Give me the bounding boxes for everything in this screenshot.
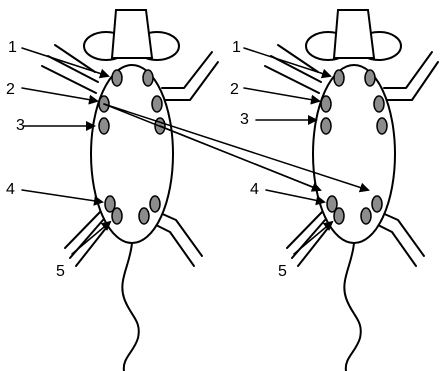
left-animal-hindlegs-left <box>65 212 106 266</box>
left-animal-hindlegs-right <box>154 212 202 266</box>
electrode <box>112 70 122 86</box>
right-animal-hindlegs-right <box>376 212 424 266</box>
pointer-arrow-5 <box>72 222 110 254</box>
label-1-left: 1 <box>8 39 17 56</box>
label-2-right: 2 <box>230 81 239 98</box>
right-animal: 1 2 3 4 5 <box>230 10 438 371</box>
label-4-left: 4 <box>6 181 15 198</box>
electrode <box>321 118 331 134</box>
electrode <box>334 70 344 86</box>
electrode <box>152 96 162 112</box>
electrode <box>372 196 382 212</box>
left-animal-forelegs-right <box>162 52 218 100</box>
transfer-arrow-second <box>160 126 320 190</box>
right-animal-hindlegs-left <box>287 212 328 266</box>
electrode <box>321 96 331 112</box>
electrode <box>365 70 375 86</box>
left-animal-tail <box>122 243 138 371</box>
electrode <box>99 118 109 134</box>
right-animal-forelegs-right <box>384 52 438 100</box>
label-3-right: 3 <box>240 111 249 128</box>
electrode <box>374 96 384 112</box>
electrode <box>361 208 371 224</box>
label-5-left: 5 <box>56 263 65 280</box>
pointer-arrow-2 <box>22 88 97 101</box>
electrode <box>143 70 153 86</box>
pointer-arrow-5 <box>294 222 332 254</box>
left-animal-head-connector <box>112 10 152 58</box>
label-2-left: 2 <box>6 81 15 98</box>
left-animal-body <box>91 65 173 243</box>
electrode <box>150 196 160 212</box>
right-animal-head-connector <box>334 10 374 58</box>
pointer-arrow-4 <box>22 190 102 202</box>
electrode <box>139 208 149 224</box>
right-animal-body <box>313 65 395 243</box>
pointer-arrow-2 <box>244 88 319 101</box>
label-1-right: 1 <box>232 39 241 56</box>
electrode <box>112 208 122 224</box>
electrode <box>334 208 344 224</box>
left-animal: 1 2 3 4 5 <box>6 10 218 371</box>
label-4-right: 4 <box>250 181 259 198</box>
electrode <box>377 118 387 134</box>
right-animal-tail <box>344 243 360 371</box>
label-5-right: 5 <box>278 263 287 280</box>
label-3-left: 3 <box>16 117 25 134</box>
pointer-arrow-4 <box>266 190 324 202</box>
